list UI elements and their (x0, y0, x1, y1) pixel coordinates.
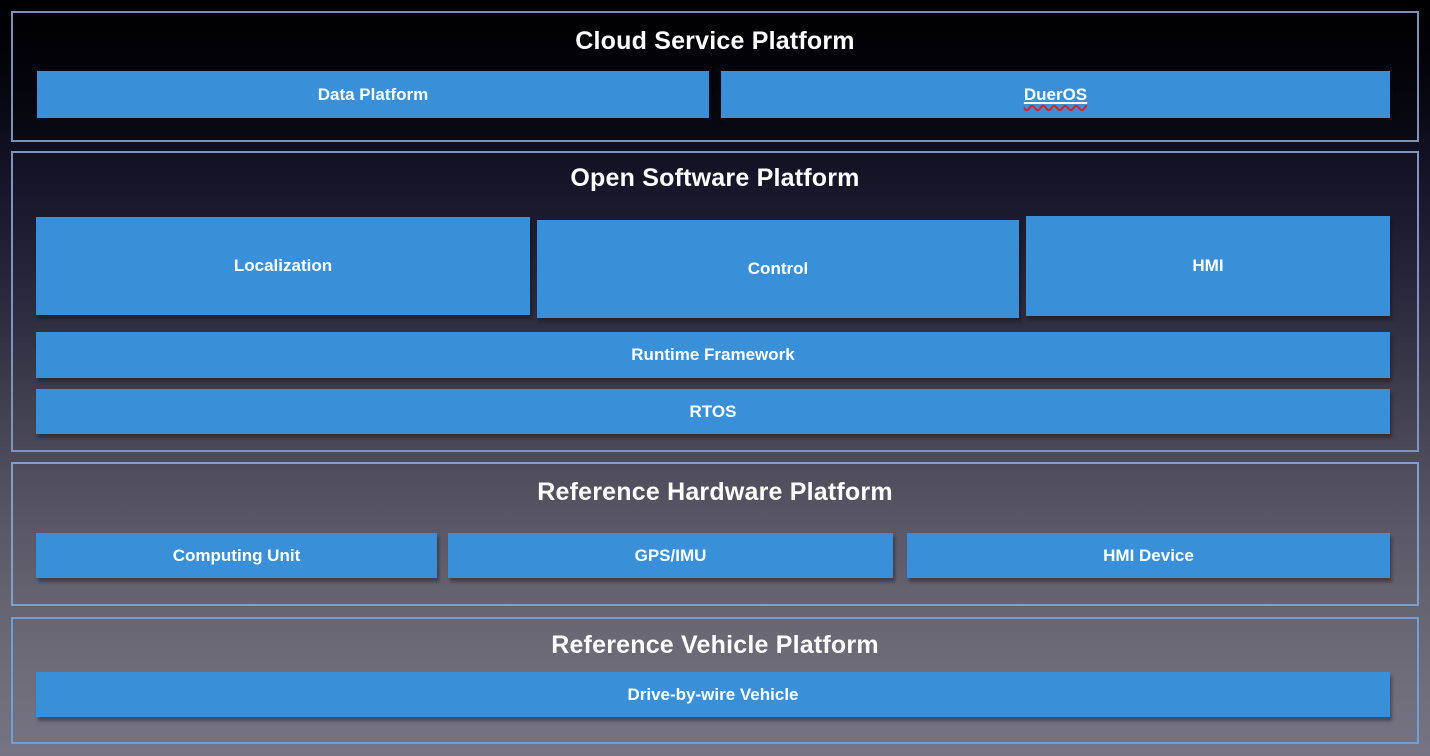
control-label: Control (747, 259, 809, 278)
hmi-box: HMI (1026, 216, 1390, 316)
open-software-platform-title: Open Software Platform (570, 164, 860, 192)
hmi-device-label: HMI Device (1103, 545, 1194, 565)
spellcheck-wavy-underline: DuerOS (1024, 85, 1087, 105)
gps-imu-label: GPS/IMU (634, 545, 707, 565)
reference-hardware-platform-title: Reference Hardware Platform (537, 478, 893, 506)
rtos-label: RTOS (689, 401, 737, 421)
computing-unit-box: Computing Unit (36, 533, 437, 578)
hmi-label: HMI (1192, 256, 1224, 275)
runtime-framework-box: Runtime Framework (36, 332, 1390, 378)
open-software-platform-section: Open Software Platform Localization Cont… (11, 151, 1419, 452)
computing-unit-label: Computing Unit (172, 545, 301, 565)
reference-vehicle-platform-section: Reference Vehicle Platform Drive-by-wire… (11, 617, 1419, 744)
control-box: Control (537, 220, 1019, 318)
hmi-device-box: HMI Device (907, 533, 1390, 578)
gps-imu-box: GPS/IMU (448, 533, 893, 578)
localization-label: Localization (233, 256, 333, 275)
runtime-framework-label: Runtime Framework (631, 345, 795, 364)
data-platform-box: Data Platform (37, 71, 709, 118)
dueros-label: DuerOS (1023, 84, 1088, 104)
reference-vehicle-platform-title: Reference Vehicle Platform (551, 631, 879, 659)
rtos-box: RTOS (36, 389, 1390, 434)
cloud-service-platform-section: Cloud Service Platform Data Platform Due… (11, 11, 1419, 142)
drive-by-wire-vehicle-box: Drive-by-wire Vehicle (36, 672, 1390, 717)
dueros-box: DuerOS (721, 71, 1390, 118)
drive-by-wire-vehicle-label: Drive-by-wire Vehicle (627, 684, 799, 704)
cloud-service-platform-title: Cloud Service Platform (575, 27, 855, 55)
localization-box: Localization (36, 217, 530, 315)
reference-hardware-platform-section: Reference Hardware Platform Computing Un… (11, 462, 1419, 606)
data-platform-label: Data Platform (317, 84, 429, 104)
